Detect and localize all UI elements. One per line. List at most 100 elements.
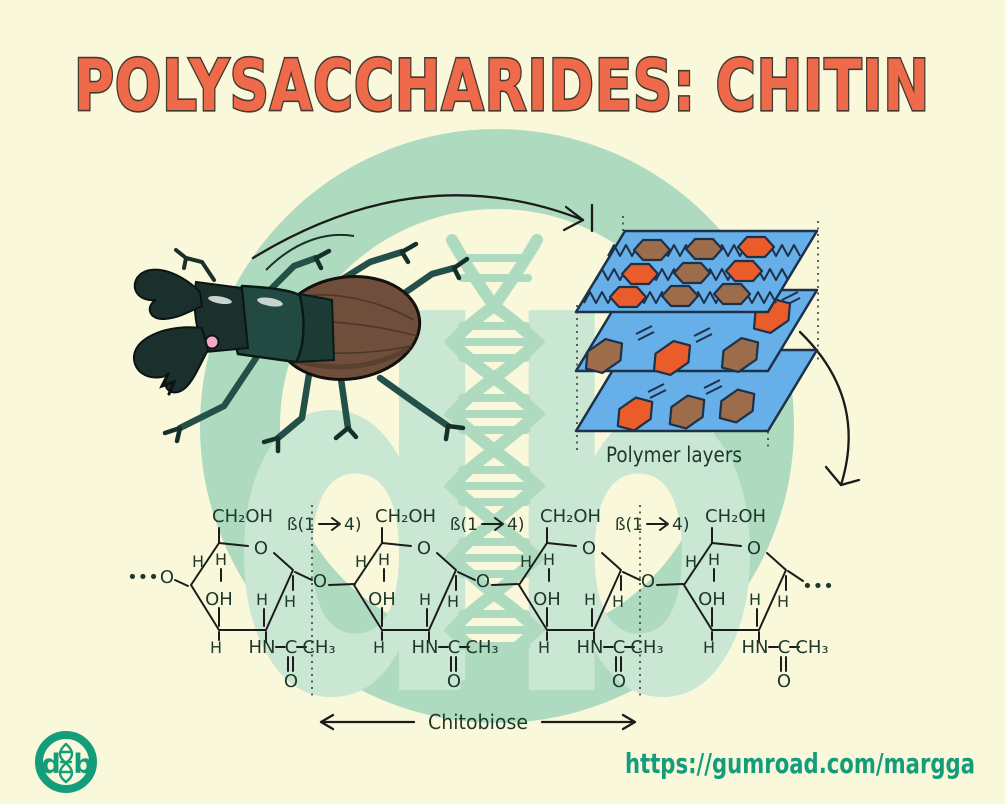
chain-start: ••• O xyxy=(127,567,189,588)
oh-label: OH xyxy=(698,589,726,610)
chitobiose-label: Chitobiose xyxy=(428,710,528,734)
beetle-mandibles xyxy=(132,268,210,396)
hexagon-molecule xyxy=(672,261,712,285)
chain-ellipsis: ••• xyxy=(802,576,834,597)
hexagon-molecule xyxy=(718,388,756,424)
ch3-label: CH₃ xyxy=(302,637,335,658)
h-label: H xyxy=(543,550,555,569)
h-label: H xyxy=(777,592,789,611)
carbonyl-o-label: O xyxy=(777,671,791,692)
hexagon-molecule xyxy=(712,282,752,306)
oh-label: OH xyxy=(368,589,396,610)
gumroad-url-link[interactable]: https://gumroad.com/margga xyxy=(625,747,975,780)
h-label: H xyxy=(708,550,720,569)
svg-text:ß(1: ß(1 xyxy=(287,515,315,535)
chain-mark xyxy=(703,379,723,395)
ring-oxygen-label: O xyxy=(747,538,761,559)
hexagon-molecule xyxy=(608,285,648,309)
h-label: H xyxy=(538,638,550,657)
hexagon-molecule xyxy=(668,394,706,430)
sugar-ring-unit: CH₂OH O H H OH H H H HN C CH₃ O O ß(1 4) xyxy=(353,506,525,692)
h-label: H xyxy=(749,590,761,609)
svg-text:4): 4) xyxy=(507,515,524,535)
chitin-chemical-structure: ••• O CH₂OH O H H OH H H H HN C CH₃ O O … xyxy=(127,505,834,734)
carbonyl-o-label: O xyxy=(612,671,626,692)
c-label: C xyxy=(613,637,626,658)
ring-oxygen-label: O xyxy=(254,538,268,559)
ch2oh-label: CH₂OH xyxy=(212,506,273,527)
dna-helix-icon xyxy=(443,234,546,706)
ch3-label: CH₃ xyxy=(795,637,828,658)
oh-label: OH xyxy=(205,589,233,610)
c-label: C xyxy=(285,637,298,658)
hn-label: HN xyxy=(742,637,769,658)
h-label: H xyxy=(378,550,390,569)
sugar-ring-unit: CH₂OH O H H OH H H H HN C CH₃ O O ß(1 4) xyxy=(190,506,362,692)
glycosidic-o-label: O xyxy=(641,571,655,592)
c-label: C xyxy=(448,637,461,658)
h-label: H xyxy=(192,552,204,571)
chain-mark xyxy=(647,383,667,399)
hexagon-molecule xyxy=(652,339,692,377)
hexagon-molecule xyxy=(660,284,700,308)
h-label: H xyxy=(284,592,296,611)
chitobiose-span: Chitobiose xyxy=(319,710,637,734)
h-label: H xyxy=(373,638,385,657)
chain-end: ••• xyxy=(787,570,834,597)
ch3-label: CH₃ xyxy=(465,637,498,658)
curved-arrow-layers-to-structure xyxy=(798,330,861,487)
h-label: H xyxy=(447,592,459,611)
ch2oh-label: CH₂OH xyxy=(705,506,766,527)
chain-mark xyxy=(635,325,655,341)
h-label: H xyxy=(703,638,715,657)
polymer-layers-label: Polymer layers xyxy=(606,443,742,467)
chain-mark xyxy=(693,327,713,343)
svg-text:4): 4) xyxy=(344,515,361,535)
ch3-label: CH₃ xyxy=(630,637,663,658)
pronotum-highlight xyxy=(257,297,283,307)
curved-arrow-beetle-to-layers xyxy=(251,194,594,260)
hn-label: HN xyxy=(412,637,439,658)
stag-beetle-illustration xyxy=(132,233,470,454)
ring-oxygen-label: O xyxy=(582,538,596,559)
ring-oxygen-label: O xyxy=(417,538,431,559)
sugar-ring-unit: CH₂OH O H H OH H H H HN C CH₃ O O ß(1 4) xyxy=(518,506,690,692)
h-label: H xyxy=(210,638,222,657)
h-label: H xyxy=(612,592,624,611)
ch2oh-label: CH₂OH xyxy=(375,506,436,527)
beta-1-4-bond-label: ß(1 4) xyxy=(287,515,362,535)
head-highlight xyxy=(208,295,232,305)
h-label: H xyxy=(685,552,697,571)
glycosidic-o-label: O xyxy=(313,571,327,592)
h-label: H xyxy=(584,590,596,609)
oxygen-label: O xyxy=(160,567,174,588)
hexagon-molecule xyxy=(620,262,660,286)
beta-1-4-bond-label: ß(1 4) xyxy=(450,515,525,535)
beetle-antennae xyxy=(174,248,216,282)
hexagon-molecule xyxy=(720,336,760,374)
svg-text:ß(1: ß(1 xyxy=(450,515,478,535)
ch2oh-label: CH₂OH xyxy=(540,506,601,527)
polymer-layers-diagram: Polymer layers xyxy=(574,216,819,467)
hexagon-molecule xyxy=(616,396,654,432)
logo-letter-d: d xyxy=(41,749,60,780)
chain-ellipsis: ••• xyxy=(127,567,159,588)
svg-text:4): 4) xyxy=(672,515,689,535)
sugar-ring-unit: CH₂OH O H H OH H H H HN C CH₃ O xyxy=(683,506,829,692)
beetle-legs xyxy=(162,241,470,454)
beta-1-4-bond-label: ß(1 4) xyxy=(615,515,690,535)
h-label: H xyxy=(256,590,268,609)
svg-text:ß(1: ß(1 xyxy=(615,515,643,535)
db-logo-icon: d b xyxy=(35,731,97,793)
h-label: H xyxy=(355,552,367,571)
hn-label: HN xyxy=(577,637,604,658)
h-label: H xyxy=(215,550,227,569)
logo-letter-b: b xyxy=(73,749,92,780)
carbonyl-o-label: O xyxy=(447,671,461,692)
hexagon-molecule xyxy=(724,259,764,283)
hn-label: HN xyxy=(249,637,276,658)
oh-label: OH xyxy=(533,589,561,610)
polymer-sheet-top xyxy=(574,229,819,314)
hexagon-molecule xyxy=(584,337,624,375)
